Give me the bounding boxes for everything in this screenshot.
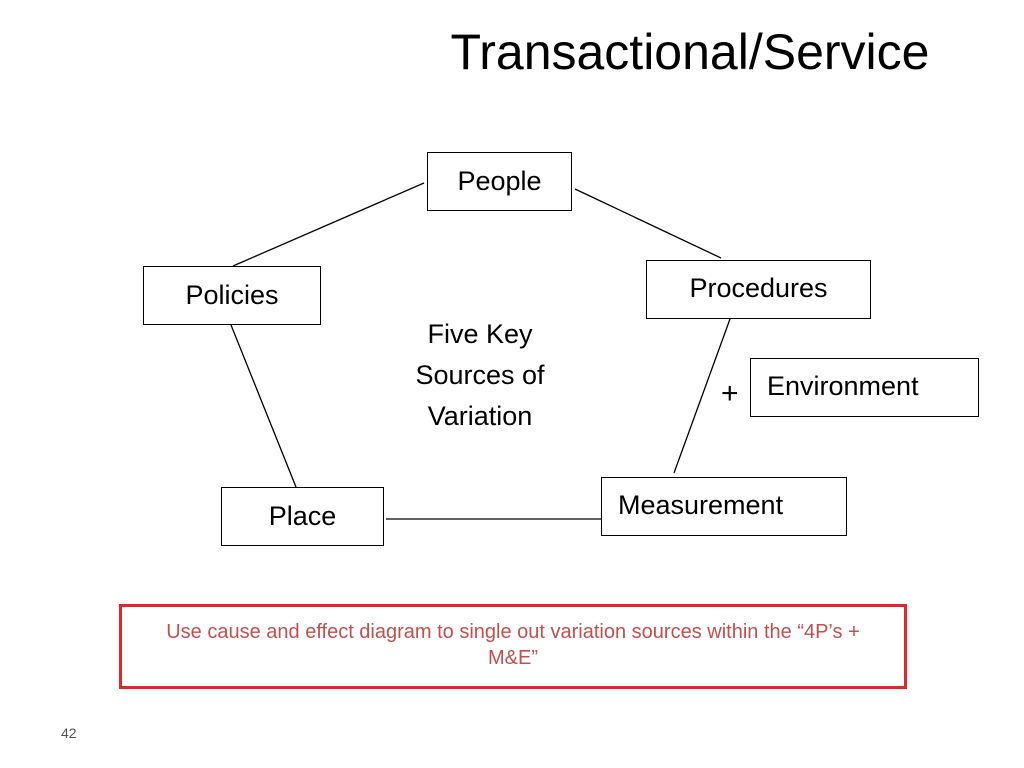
slide-title: Transactional/Service bbox=[450, 24, 930, 80]
node-procedures-label: Procedures bbox=[689, 273, 828, 303]
connector-policies-place bbox=[230, 324, 297, 488]
node-policies-label: Policies bbox=[185, 280, 279, 310]
node-procedures: Procedures bbox=[646, 260, 871, 319]
node-policies: Policies bbox=[143, 266, 321, 325]
node-people-label: People bbox=[457, 166, 542, 196]
node-environment-label: Environment bbox=[767, 371, 919, 401]
connector-procedures-measurement bbox=[673, 318, 731, 474]
node-measurement: Measurement bbox=[601, 477, 847, 536]
center-caption: Five Key Sources of Variation bbox=[380, 314, 580, 437]
note-text: Use cause and effect diagram to single o… bbox=[166, 621, 860, 669]
center-caption-line-2: Sources of bbox=[415, 360, 545, 390]
center-caption-line-1: Five Key bbox=[427, 319, 533, 349]
slide-number: 42 bbox=[61, 725, 77, 741]
node-measurement-label: Measurement bbox=[618, 490, 784, 520]
node-environment: Environment bbox=[750, 358, 979, 417]
plus-sign: + bbox=[721, 377, 739, 410]
node-place: Place bbox=[221, 487, 384, 546]
center-caption-line-3: Variation bbox=[427, 401, 533, 431]
connector-people-procedures bbox=[574, 188, 722, 259]
note-box: Use cause and effect diagram to single o… bbox=[119, 604, 907, 689]
connector-people-policies bbox=[232, 182, 425, 267]
node-people: People bbox=[427, 152, 572, 211]
node-place-label: Place bbox=[268, 501, 337, 531]
